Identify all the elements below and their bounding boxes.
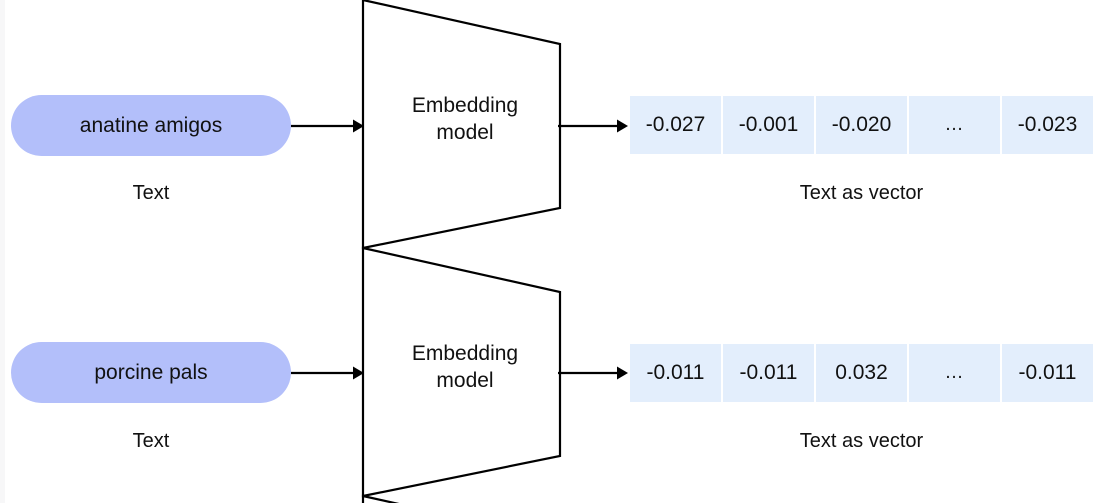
embedding-model-label-line1-2: Embedding [411,342,519,365]
embedding-model-label-2: Embedding model [370,340,560,394]
output-caption-1: Text as vector [799,182,924,204]
input-text-label-2: porcine pals [94,360,208,384]
embedding-model-label-line2-1: model [436,121,494,144]
embedding-model-label-line2-2: model [436,369,494,392]
vector-cell: 0.032 [816,344,907,402]
arrow-input-to-model-2 [291,363,364,383]
vector-cell: -0.027 [630,96,721,154]
vector-cells-row-1: -0.027 -0.001 -0.020 … -0.023 [630,96,1093,154]
arrow-model-to-vector-2 [558,363,628,383]
vector-cell-ellipsis: … [909,96,1000,154]
input-text-pill-1: anatine amigos [11,95,291,156]
embedding-model-label-1: Embedding model [370,92,560,146]
embedding-model-label-line1-1: Embedding [411,94,519,117]
input-text-label-1: anatine amigos [79,113,223,137]
vector-cell: -0.011 [630,344,721,402]
arrow-input-to-model-1 [291,116,364,136]
vector-cell: -0.023 [1002,96,1093,154]
output-caption-2: Text as vector [799,430,924,452]
embedding-model-shape-2 [355,238,570,498]
vector-cell: -0.001 [723,96,814,154]
input-text-pill-2: porcine pals [11,342,291,403]
vector-cell: -0.020 [816,96,907,154]
vector-cell-ellipsis: … [909,344,1000,402]
embedding-model-shape-1 [355,0,570,250]
input-caption-1: Text [132,182,170,204]
left-gutter-strip [0,0,5,503]
vector-cell: -0.011 [1002,344,1093,402]
input-caption-2: Text [132,430,170,452]
embedding-model-shape-3-clipped [355,486,570,503]
arrow-model-to-vector-1 [558,116,628,136]
vector-cell: -0.011 [723,344,814,402]
vector-cells-row-2: -0.011 -0.011 0.032 … -0.011 [630,344,1093,402]
